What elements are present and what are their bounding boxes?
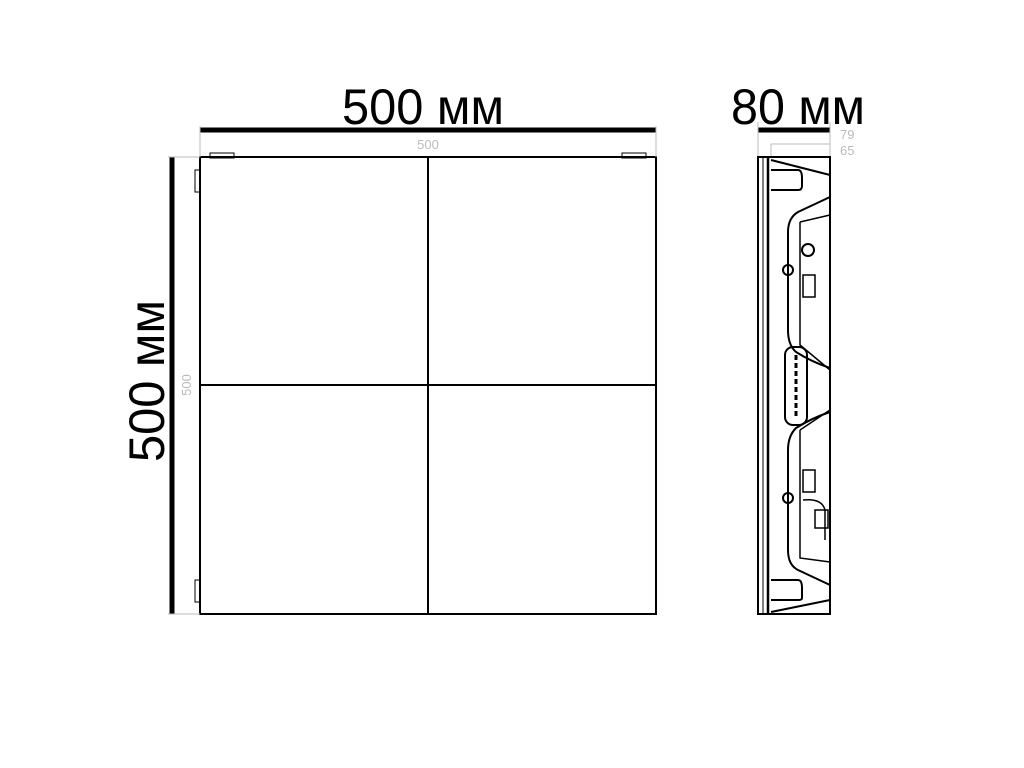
handle (784, 346, 808, 426)
corner-latch (209, 152, 235, 159)
width-dim-faint: 500 (417, 137, 439, 152)
port (802, 469, 816, 493)
corner-latch (194, 169, 201, 193)
lock-clip (802, 498, 829, 540)
port (802, 274, 816, 298)
width-label: 500 мм (342, 79, 504, 135)
depth-label: 80 мм (731, 79, 865, 135)
height-dim-faint: 500 (179, 374, 194, 396)
screw-hole (782, 264, 794, 276)
corner-latch (194, 579, 201, 603)
power-connector (801, 243, 815, 257)
front-view (168, 126, 657, 615)
depth-dim-outer: 79 (840, 127, 854, 142)
cabinet-back-profile (770, 159, 831, 613)
side-frame (757, 156, 831, 615)
side-view (757, 122, 831, 615)
height-label: 500 мм (119, 300, 175, 462)
corner-latch (621, 152, 647, 159)
screw-hole (782, 492, 794, 504)
depth-dim-inner: 65 (840, 143, 854, 158)
